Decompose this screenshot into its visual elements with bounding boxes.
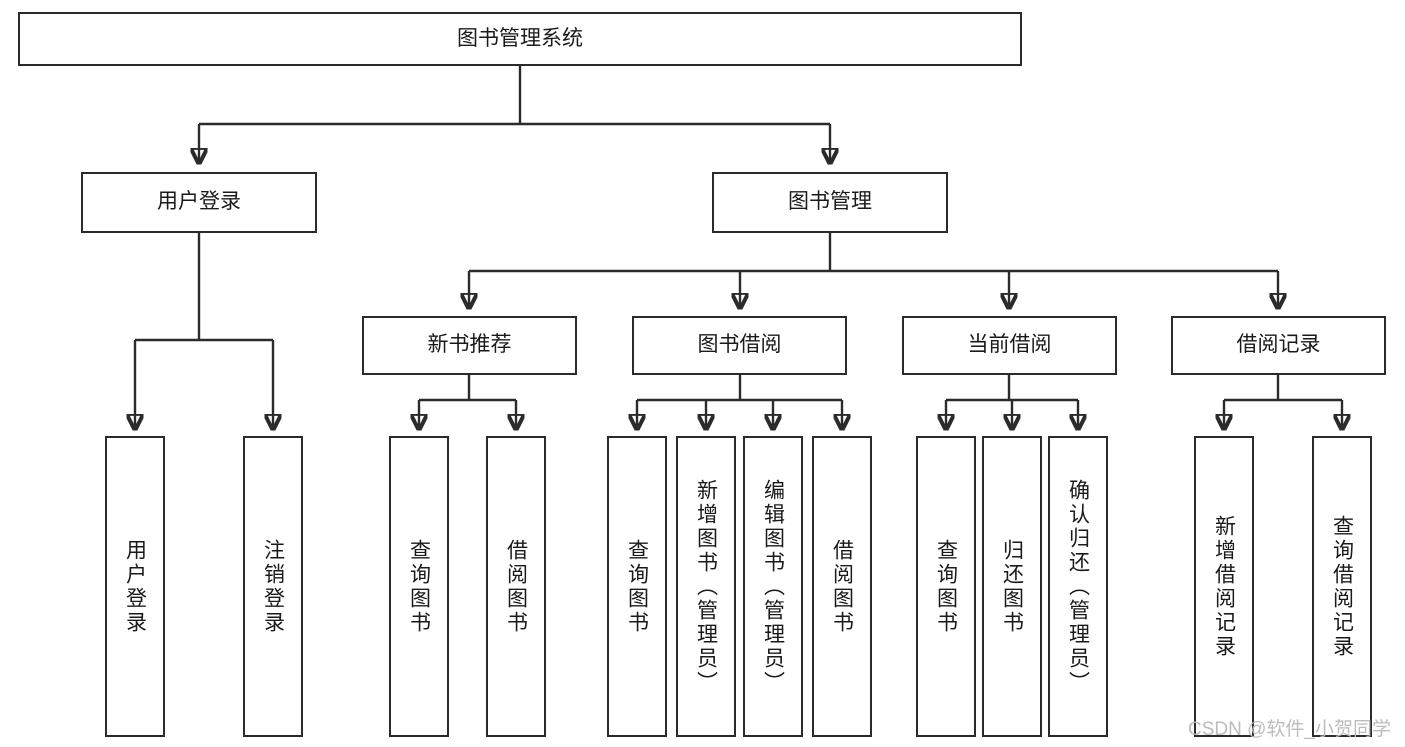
node-label: 查询图书 bbox=[625, 538, 649, 635]
node-label: 图书借阅 bbox=[697, 333, 782, 357]
node-label: 查询图书 bbox=[407, 538, 431, 635]
node-label: 图书管理 bbox=[788, 190, 872, 214]
node-current-borrow[interactable]: 当前借阅 bbox=[902, 316, 1117, 375]
leaf-current-borrow-query[interactable]: 查询图书 bbox=[916, 436, 976, 737]
leaf-book-borrow-borrow[interactable]: 借阅图书 bbox=[812, 436, 872, 737]
node-label: 图书管理系统 bbox=[457, 26, 583, 50]
leaf-borrow-record-query[interactable]: 查询借阅记录 bbox=[1312, 436, 1372, 737]
node-root-book-management-system[interactable]: 图书管理系统 bbox=[18, 12, 1022, 66]
leaf-new-book-borrow[interactable]: 借阅图书 bbox=[486, 436, 546, 737]
node-new-book-recommend[interactable]: 新书推荐 bbox=[362, 316, 577, 375]
leaf-borrow-record-add[interactable]: 新增借阅记录 bbox=[1194, 436, 1254, 737]
leaf-book-borrow-edit[interactable]: 编辑图书（管理员） bbox=[743, 436, 803, 737]
node-book-management[interactable]: 图书管理 bbox=[712, 172, 948, 233]
node-label: 归还图书 bbox=[1000, 538, 1024, 635]
leaf-user-login-logout[interactable]: 注销登录 bbox=[243, 436, 303, 737]
leaf-book-borrow-add[interactable]: 新增图书（管理员） bbox=[676, 436, 736, 737]
node-label: 查询借阅记录 bbox=[1330, 514, 1354, 659]
node-borrow-record[interactable]: 借阅记录 bbox=[1171, 316, 1386, 375]
node-label: 借阅记录 bbox=[1236, 333, 1321, 357]
node-label: 用户登录 bbox=[123, 538, 147, 635]
node-label: 编辑图书（管理员） bbox=[761, 478, 785, 695]
leaf-current-borrow-return[interactable]: 归还图书 bbox=[982, 436, 1042, 737]
leaf-current-borrow-confirm-return[interactable]: 确认归还（管理员） bbox=[1048, 436, 1108, 737]
node-label: 当前借阅 bbox=[967, 333, 1052, 357]
leaf-user-login-login[interactable]: 用户登录 bbox=[105, 436, 165, 737]
node-label: 借阅图书 bbox=[504, 538, 528, 635]
leaf-book-borrow-query[interactable]: 查询图书 bbox=[607, 436, 667, 737]
node-label: 用户登录 bbox=[157, 190, 241, 214]
node-label: 查询图书 bbox=[934, 538, 958, 635]
leaf-new-book-query[interactable]: 查询图书 bbox=[389, 436, 449, 737]
node-label: 借阅图书 bbox=[830, 538, 854, 635]
node-label: 新书推荐 bbox=[427, 333, 512, 357]
watermark-text: CSDN @软件_小贺同学 bbox=[1188, 719, 1391, 740]
node-user-login[interactable]: 用户登录 bbox=[81, 172, 317, 233]
node-book-borrow[interactable]: 图书借阅 bbox=[632, 316, 847, 375]
node-label: 确认归还（管理员） bbox=[1066, 478, 1090, 695]
node-label: 新增借阅记录 bbox=[1212, 514, 1236, 659]
node-label: 新增图书（管理员） bbox=[694, 478, 718, 695]
node-label: 注销登录 bbox=[261, 538, 285, 635]
